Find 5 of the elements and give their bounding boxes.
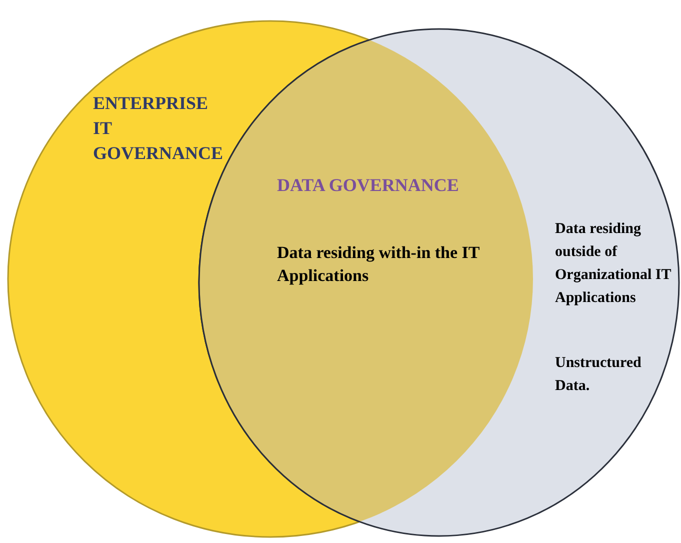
circle-title: DATA GOVERNANCE xyxy=(277,174,459,197)
region-text: Unstructured Data. xyxy=(555,354,642,396)
circle-title: ENTERPRISE IT GOVERNANCE xyxy=(93,92,224,165)
region-text: Data residing with-in the IT Applications xyxy=(277,242,480,287)
region-text: Data residing outside of Organizational IT Applications xyxy=(555,220,672,308)
